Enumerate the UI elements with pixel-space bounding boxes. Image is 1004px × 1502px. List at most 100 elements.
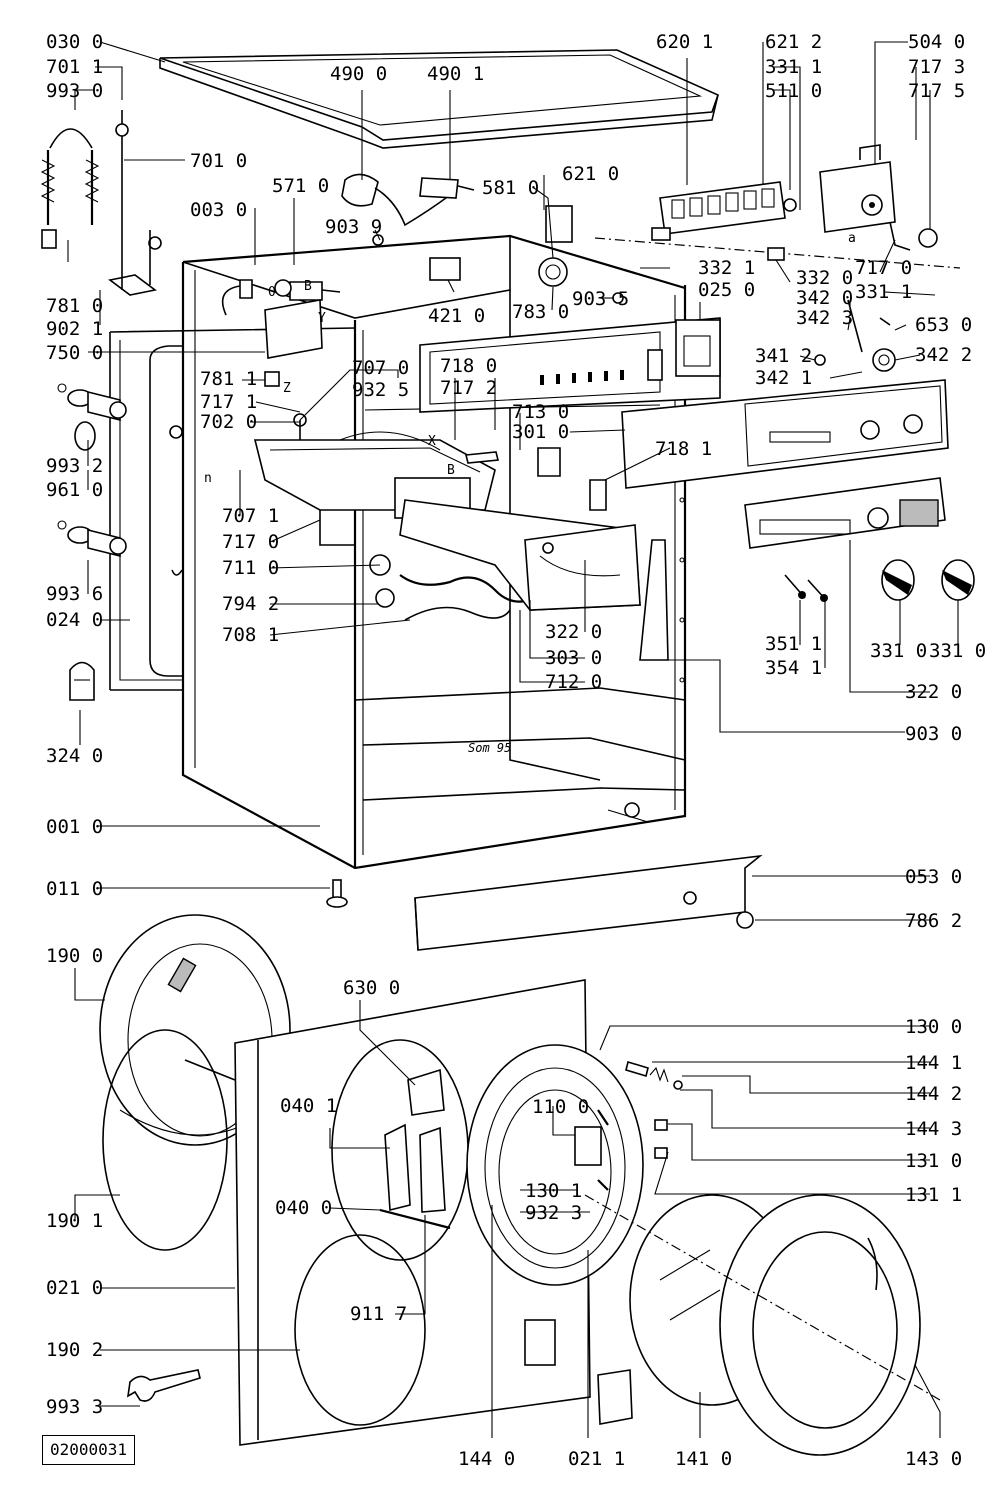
kick-plate: [414, 854, 763, 951]
label-717-2: 717 2: [440, 377, 497, 399]
label-303-0: 303 0: [545, 647, 602, 669]
mark-b2: B: [304, 279, 312, 294]
label-993-0: 993 0: [46, 80, 103, 102]
label-711-0: 711 0: [222, 557, 279, 579]
foot-cap: [69, 661, 95, 701]
suspension-springs: [40, 110, 162, 296]
label-131-0: 131 0: [905, 1150, 962, 1172]
hinge-hardware: [625, 1060, 683, 1159]
mark-0: 0: [268, 285, 276, 300]
reference-marks: n X B Z Y B a 0 Som 95: [204, 231, 856, 755]
label-324-0: 324 0: [46, 745, 103, 767]
label-581-0: 581 0: [482, 177, 539, 199]
drum-inscription: Som 95: [468, 741, 511, 755]
label-322-0a: 322 0: [545, 621, 602, 643]
label-144-1: 144 1: [905, 1052, 962, 1074]
label-781-1: 781 1: [200, 368, 257, 390]
label-301-0: 301 0: [512, 421, 569, 443]
label-332-1: 332 1: [698, 257, 755, 279]
label-707-1: 707 1: [222, 505, 279, 527]
label-024-0: 024 0: [46, 609, 103, 631]
mark-n: n: [204, 471, 212, 486]
label-504-0: 504 0: [908, 31, 965, 53]
label-902-1: 902 1: [46, 318, 103, 340]
label-708-1: 708 1: [222, 624, 279, 646]
label-144-0: 144 0: [458, 1448, 515, 1470]
label-card: [597, 1369, 633, 1425]
foot-screw: [326, 879, 348, 908]
label-143-0: 143 0: [905, 1448, 962, 1470]
label-717-5: 717 5: [908, 80, 965, 102]
label-717-0: 717 0: [855, 257, 912, 279]
label-342-1: 342 1: [755, 367, 812, 389]
label-025-0: 025 0: [698, 279, 755, 301]
label-993-3: 993 3: [46, 1396, 103, 1418]
part-number-labels: 030 0 701 1 993 0 490 0 490 1 620 1 621 …: [46, 31, 986, 1470]
label-717-0b: 717 0: [222, 531, 279, 553]
mark-a: a: [848, 231, 856, 246]
label-620-1: 620 1: [656, 31, 713, 53]
label-011-0: 011 0: [46, 878, 103, 900]
label-190-0: 190 0: [46, 945, 103, 967]
label-712-0: 712 0: [545, 671, 602, 693]
label-903-9: 903 9: [325, 216, 382, 238]
label-322-0b: 322 0: [905, 681, 962, 703]
label-341-2: 341 2: [755, 345, 812, 367]
label-718-1: 718 1: [655, 438, 712, 460]
parts-illustration: [40, 49, 975, 1456]
panel-brackets: [537, 447, 669, 661]
label-511-0: 511 0: [765, 80, 822, 102]
label-342-3: 342 3: [796, 307, 853, 329]
label-717-1: 717 1: [200, 391, 257, 413]
label-903-0: 903 0: [905, 723, 962, 745]
label-750-0: 750 0: [46, 342, 103, 364]
programmer-unit: [819, 144, 938, 251]
label-653-0: 653 0: [915, 314, 972, 336]
label-993-2: 993 2: [46, 455, 103, 477]
label-342-0: 342 0: [796, 287, 853, 309]
label-342-2: 342 2: [915, 344, 972, 366]
label-421-0: 421 0: [428, 305, 485, 327]
label-707-0: 707 0: [352, 357, 409, 379]
label-331-0b: 331 0: [929, 640, 986, 662]
label-718-0: 718 0: [440, 355, 497, 377]
label-331-0a: 331 0: [870, 640, 927, 662]
label-021-0: 021 0: [46, 1277, 103, 1299]
mark-x: X: [428, 434, 436, 449]
label-490-1: 490 1: [427, 63, 484, 85]
label-053-0: 053 0: [905, 866, 962, 888]
label-331-1: 331 1: [765, 56, 822, 78]
label-932-3: 932 3: [525, 1202, 582, 1224]
label-001-0: 001 0: [46, 816, 103, 838]
mark-z: Z: [283, 381, 291, 396]
label-332-0: 332 0: [796, 267, 853, 289]
label-621-2: 621 2: [765, 31, 822, 53]
mark-y: Y: [318, 311, 326, 326]
leader-lines: [67, 41, 959, 1438]
label-932-5: 932 5: [352, 379, 409, 401]
label-130-0: 130 0: [905, 1016, 962, 1038]
label-030-0: 030 0: [46, 31, 103, 53]
label-702-0: 702 0: [200, 411, 257, 433]
label-144-2: 144 2: [905, 1083, 962, 1105]
label-331-1b: 331 1: [855, 281, 912, 303]
label-190-2: 190 2: [46, 1339, 103, 1361]
label-903-5: 903 5: [572, 288, 629, 310]
label-021-1: 021 1: [568, 1448, 625, 1470]
label-190-1: 190 1: [46, 1210, 103, 1232]
label-040-0: 040 0: [275, 1197, 332, 1219]
wrench-tool: [126, 1369, 201, 1402]
label-786-2: 786 2: [905, 910, 962, 932]
label-490-0: 490 0: [330, 63, 387, 85]
label-911-7: 911 7: [350, 1303, 407, 1325]
label-354-1: 354 1: [765, 657, 822, 679]
misc-small-parts: [221, 234, 896, 464]
label-003-0: 003 0: [190, 199, 247, 221]
diagram-reference-number: 02000031: [42, 1435, 135, 1465]
inlet-valves: [274, 173, 475, 301]
label-993-6: 993 6: [46, 583, 103, 605]
label-781-0: 781 0: [46, 295, 103, 317]
label-621-0: 621 0: [562, 163, 619, 185]
label-713-0: 713 0: [512, 401, 569, 423]
